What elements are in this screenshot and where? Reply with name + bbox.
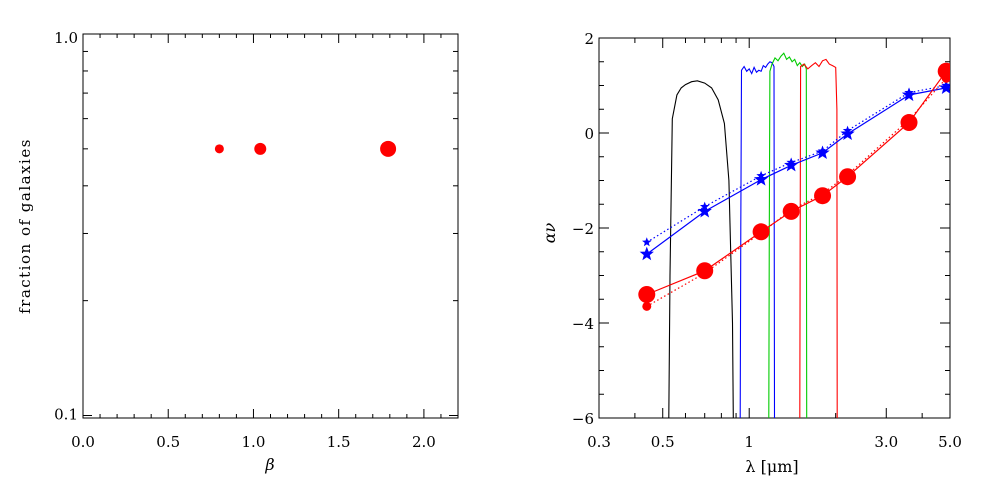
filter-curve [768, 52, 808, 418]
star-marker [840, 126, 855, 141]
right-y-tick-labels: 2 0 −2 −4 −6 [572, 30, 594, 428]
left-plot-frame [82, 33, 459, 419]
right-y-tick-label: −2 [572, 220, 594, 238]
circle-marker [818, 189, 828, 199]
star-marker [784, 157, 799, 172]
circle-marker [941, 73, 950, 83]
star-marker [941, 80, 950, 90]
left-x-tick-label: 1.5 [327, 433, 351, 451]
star-marker [642, 237, 652, 247]
circle-marker [904, 115, 914, 125]
right-y-axis-title: αν [540, 222, 559, 243]
right-chart: 0.3 0.5 1 3.0 5.0 2 0 −2 −4 −6 λ [μm] αν [540, 30, 962, 476]
left-x-tick-label: 2.0 [412, 433, 436, 451]
star-marker [756, 170, 766, 180]
left-y-axis-title: fraction of galaxies [16, 138, 34, 314]
left-data-point [214, 144, 224, 154]
filter-curve [739, 61, 776, 418]
star-marker [753, 172, 769, 186]
right-axis-ticks [598, 37, 951, 419]
data-series [638, 62, 950, 311]
left-x-tick-label: 0.0 [71, 433, 95, 451]
circle-marker [642, 301, 652, 311]
right-x-tick-labels: 0.3 0.5 1 3.0 5.0 [587, 433, 962, 451]
circle-marker [756, 228, 766, 238]
filter-curve [668, 80, 734, 418]
left-y-tick-label: 0.1 [54, 406, 78, 424]
circle-marker [638, 286, 656, 303]
left-chart: 0.0 0.5 1.0 1.5 2.0 1.0 0.1 β fraction of gal… [16, 29, 459, 474]
left-y-tick-label: 1.0 [54, 29, 78, 47]
star-marker [639, 246, 654, 261]
star-marker [699, 201, 710, 211]
left-data-point [254, 142, 267, 155]
left-x-tick-label: 0.5 [156, 433, 180, 451]
right-x-tick-label: 5.0 [938, 433, 962, 451]
filter-curve [799, 58, 838, 418]
left-y-tick-labels: 1.0 0.1 [54, 29, 78, 424]
right-x-tick-label: 0.3 [587, 433, 611, 451]
left-x-tick-label: 1.0 [242, 433, 266, 451]
star-marker [817, 146, 828, 156]
circle-marker [843, 170, 853, 180]
circle-marker [700, 268, 710, 278]
series-line [646, 70, 947, 296]
right-y-tick-label: 0 [584, 125, 594, 143]
star-marker [842, 125, 853, 135]
right-y-tick-label: −4 [572, 315, 594, 333]
left-x-tick-labels: 0.0 0.5 1.0 1.5 2.0 [71, 433, 436, 451]
star-marker [697, 203, 712, 218]
left-x-axis-title: β [264, 455, 274, 474]
right-y-tick-label: 2 [584, 30, 594, 48]
right-x-tick-label: 3.0 [874, 433, 898, 451]
star-marker [904, 87, 914, 97]
star-marker [786, 157, 796, 167]
filter-curves [668, 52, 838, 418]
right-x-tick-label: 0.5 [651, 433, 675, 451]
series-line [646, 87, 947, 255]
left-data-points [214, 140, 397, 157]
right-y-tick-label: −6 [572, 410, 594, 428]
right-x-tick-label: 1 [744, 433, 754, 451]
circle-marker [786, 205, 796, 215]
left-axis-ticks [82, 33, 459, 418]
right-x-axis-title: λ [μm] [745, 457, 798, 476]
left-data-point [380, 140, 397, 157]
series-line [646, 77, 947, 307]
